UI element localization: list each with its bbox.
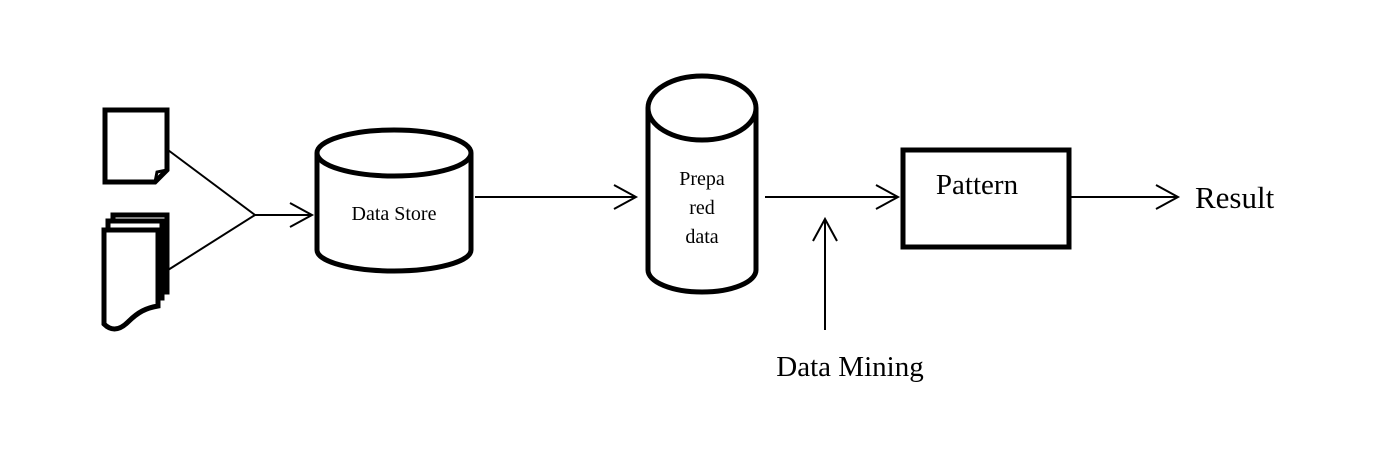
prepared-data-label-line-1: Prepa xyxy=(679,168,725,190)
data-mining-label: Data Mining xyxy=(776,351,923,383)
prepared-data-label-line-2: red xyxy=(689,197,715,219)
prepared-data-label-line-3: data xyxy=(685,226,718,248)
stacked-documents-icon xyxy=(101,212,170,332)
data-mining-arrow xyxy=(812,216,838,330)
pattern-box: Pattern xyxy=(900,147,1072,250)
prepared-data-cylinder: Prepa red data xyxy=(645,73,759,295)
pattern-label: Pattern xyxy=(936,169,1019,201)
data-store-label: Data Store xyxy=(352,203,437,225)
pattern-to-result-arrow xyxy=(1071,184,1181,210)
prepared-to-pattern-arrow xyxy=(765,184,901,210)
documents-merge-connector xyxy=(167,149,315,271)
single-document-icon xyxy=(102,107,170,185)
result-label: Result xyxy=(1195,180,1275,215)
data-store-cylinder: Data Store xyxy=(314,127,474,274)
store-to-prepared-arrow xyxy=(475,184,639,210)
